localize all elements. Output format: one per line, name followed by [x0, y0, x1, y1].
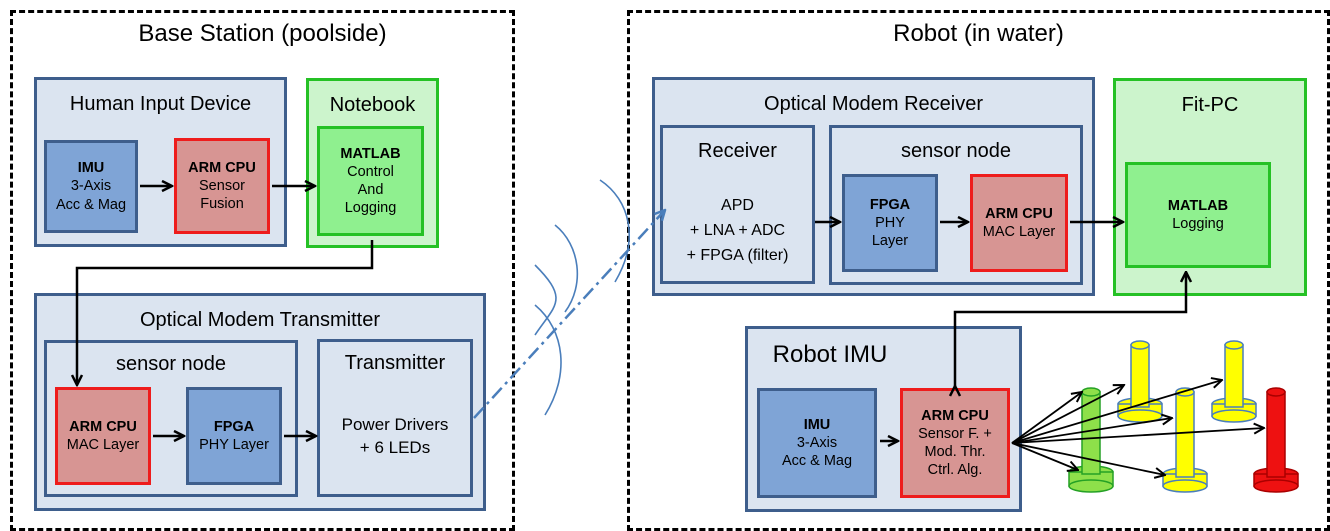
rx-arm-cpu-block: ARM CPU MAC Layer: [970, 174, 1068, 272]
arrow-to-thruster: [1011, 380, 1222, 444]
base-station-title: Base Station (poolside): [138, 20, 387, 47]
transmitter-title: Transmitter: [344, 352, 446, 374]
tx-cpu-line: MAC Layer: [66, 437, 140, 453]
rx-fpga-line: PHY: [875, 214, 905, 231]
light-wave-icon: [534, 304, 562, 416]
arrow-to-thruster: [1011, 442, 1078, 470]
hid-cpu-line: Sensor: [199, 177, 245, 194]
robot-imu-line: 3-Axis: [796, 434, 838, 451]
robot-frame: [627, 10, 1330, 531]
notebook-matlab-line: Logging: [344, 200, 397, 217]
robot-imu-title: Robot IMU: [772, 341, 888, 368]
fit-pc-matlab-block: MATLAB Logging: [1125, 162, 1271, 268]
hid-cpu-line: Fusion: [200, 196, 244, 213]
tx-arm-cpu-block: ARM CPU MAC Layer: [55, 387, 151, 485]
hid-cpu-head: ARM CPU: [188, 159, 256, 176]
light-wave-icon: [554, 224, 579, 313]
rx-fpga-head: FPGA: [869, 196, 911, 213]
tx-sensor-node-title: sensor node: [115, 353, 227, 375]
thruster-icon: [1162, 387, 1208, 493]
tx-cpu-head: ARM CPU: [69, 418, 137, 435]
tx-fpga-block: FPGA PHY Layer: [186, 387, 282, 485]
arrow-to-thruster: [1011, 442, 1165, 475]
rx-fpga-line: Layer: [871, 233, 909, 250]
hid-imu-line: 3-Axis: [70, 178, 112, 195]
receiver-title: Receiver: [698, 140, 777, 162]
notebook-matlab-block: MATLAB Control And Logging: [317, 126, 424, 236]
optical-link-beam: [473, 210, 665, 419]
receiver-panel: Receiver APD + LNA + ADC + FPGA (filter): [660, 125, 815, 284]
fit-pc-matlab-head: MATLAB: [1167, 197, 1229, 214]
fit-pc-title: Fit-PC: [1181, 94, 1239, 116]
receiver-line: + FPGA (filter): [686, 246, 789, 264]
robot-arm-cpu-block: ARM CPU Sensor F. + Mod. Thr. Ctrl. Alg.: [900, 388, 1010, 498]
arrow-to-thruster: [1011, 428, 1264, 444]
robot-cpu-line: Ctrl. Alg.: [927, 462, 983, 479]
notebook-matlab-line: And: [357, 182, 384, 198]
robot-cpu-head: ARM CPU: [921, 407, 989, 424]
rx-fpga-block: FPGA PHY Layer: [842, 174, 938, 272]
human-input-device-title: Human Input Device: [69, 93, 252, 115]
arrow-to-thruster: [1011, 392, 1082, 444]
thruster-icon: [1211, 340, 1257, 423]
receiver-line: + LNA + ADC: [689, 221, 786, 239]
base-station-frame: [10, 10, 515, 531]
robot-imu-block: IMU 3-Axis Acc & Mag: [757, 388, 877, 498]
tx-fpga-head: FPGA: [213, 418, 255, 435]
transmitter-modem-title: Optical Modem Transmitter: [139, 309, 381, 331]
rx-sensor-node-title: sensor node: [900, 140, 1012, 162]
arrow-to-thruster: [1011, 418, 1172, 444]
robot-cpu-line: Sensor F. +: [918, 425, 992, 442]
fit-pc-matlab-line: Logging: [1172, 216, 1224, 232]
arrow-robot-cpu-fitpc: [955, 272, 1186, 386]
notebook-title: Notebook: [329, 94, 416, 116]
robot-imu-line: Acc & Mag: [781, 453, 853, 470]
light-wave-icon: [534, 264, 557, 336]
robot-cpu-line: Mod. Thr.: [924, 444, 986, 460]
tx-fpga-line: PHY Layer: [199, 437, 269, 453]
arrow-notebook-to-transmitter-cpu: [77, 240, 374, 385]
robot-imu-head: IMU: [803, 416, 831, 433]
transmitter-line: Power Drivers: [341, 415, 449, 434]
receiver-modem-title: Optical Modem Receiver: [764, 93, 983, 115]
transmitter-line: + 6 LEDs: [359, 437, 431, 457]
light-wave-icon: [599, 179, 630, 283]
notebook-matlab-head: MATLAB: [340, 145, 401, 162]
hid-imu-head: IMU: [77, 160, 105, 177]
robot-title: Robot (in water): [893, 20, 1064, 47]
arrow-to-thruster: [1011, 385, 1124, 444]
notebook-matlab-line: Control: [347, 163, 394, 180]
rx-cpu-line: MAC Layer: [982, 224, 1056, 240]
hid-imu-line: Acc & Mag: [55, 196, 127, 213]
rx-cpu-head: ARM CPU: [985, 205, 1053, 222]
thruster-icon: [1253, 387, 1299, 493]
hid-arm-cpu-block: ARM CPU Sensor Fusion: [174, 138, 270, 234]
transmitter-panel: Transmitter Power Drivers + 6 LEDs: [317, 339, 473, 497]
hid-imu-block: IMU 3-Axis Acc & Mag: [44, 140, 138, 233]
receiver-line: APD: [721, 197, 754, 214]
